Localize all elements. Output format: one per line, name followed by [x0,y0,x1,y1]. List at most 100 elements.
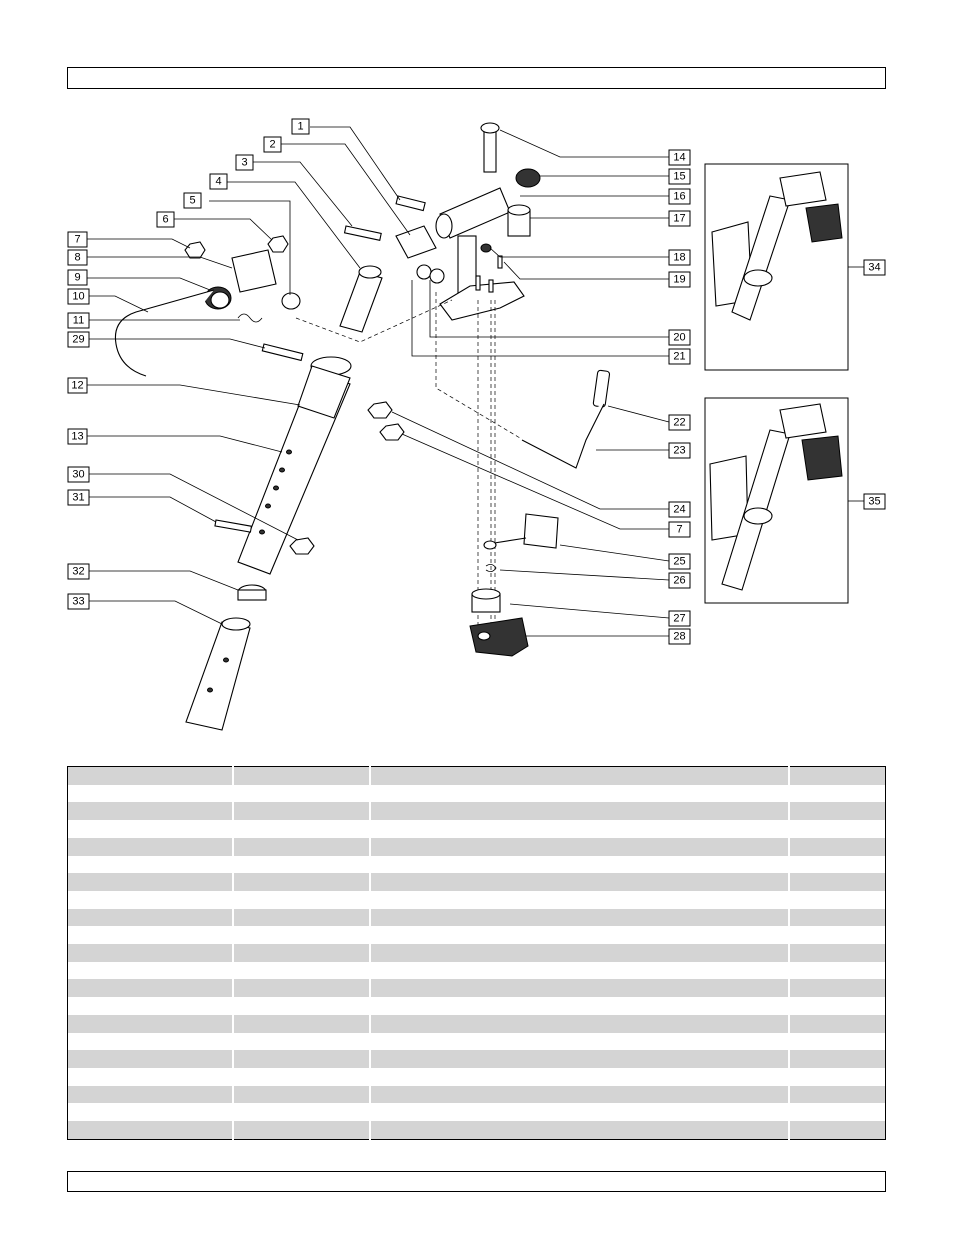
table-cell [787,926,886,945]
table-cell [231,784,370,803]
svg-text:27: 27 [673,613,685,625]
table-row [67,1103,886,1122]
table-cell [368,1103,789,1122]
table-cell [787,1103,886,1122]
svg-text:28: 28 [673,631,685,643]
svg-text:34: 34 [868,262,880,274]
callout-19: 19 [668,271,691,288]
callout-31: 31 [67,489,90,506]
table-row [67,908,886,927]
table-cell [368,890,789,909]
svg-text:13: 13 [71,431,83,443]
svg-text:15: 15 [673,171,685,183]
table-cell [67,979,233,998]
svg-text:17: 17 [673,213,685,225]
svg-text:7: 7 [74,234,80,246]
table-cell [368,1032,789,1051]
table-row [67,1085,886,1104]
callout-9: 9 [67,269,88,286]
table-row [67,802,886,821]
table-cell [368,855,789,874]
svg-text:31: 31 [72,492,84,504]
table-cell [368,961,789,980]
table-cell [67,1067,233,1086]
svg-text:2: 2 [269,139,275,151]
callout-3: 3 [235,154,254,171]
svg-text:1: 1 [297,121,303,133]
table-cell [368,979,789,998]
table-cell [231,890,370,909]
table-row [67,944,886,962]
callout-1: 1 [291,118,310,135]
table-row [67,997,886,1015]
table-cell [67,890,233,909]
svg-text:21: 21 [673,351,685,363]
table-cell [368,820,789,838]
table-cell [67,944,233,962]
table-cell [67,873,233,891]
table-cell [231,873,370,891]
table-cell [368,908,789,927]
callout-32: 32 [67,563,90,580]
parts-list-table [67,766,886,1140]
table-row [67,1014,886,1033]
table-cell [787,855,886,874]
table-cell [368,766,789,785]
table-row [67,784,886,803]
table-cell [231,1103,370,1122]
svg-text:30: 30 [72,469,84,481]
table-cell [67,1032,233,1051]
table-cell [368,997,789,1015]
inset-view-35 [704,397,849,604]
table-cell [368,926,789,945]
callout-6: 6 [156,211,175,228]
table-cell [67,961,233,980]
table-cell [368,1050,789,1068]
callout-13: 13 [67,428,88,445]
table-cell [231,961,370,980]
table-row [67,979,886,998]
table-cell [787,802,886,821]
table-cell [231,997,370,1015]
svg-text:22: 22 [673,417,685,429]
table-cell [787,961,886,980]
table-row [67,890,886,909]
table-cell [368,944,789,962]
callout-23: 23 [668,442,691,459]
svg-text:9: 9 [74,272,80,284]
table-cell [787,784,886,803]
svg-text:3: 3 [241,157,247,169]
table-cell [368,1014,789,1033]
svg-text:4: 4 [215,176,221,188]
table-cell [787,873,886,891]
table-cell [787,1050,886,1068]
callout-27: 27 [668,610,691,627]
svg-text:20: 20 [673,332,685,344]
parts-list-body [67,766,886,1140]
table-cell [67,1121,233,1140]
callout-8: 8 [67,249,88,266]
svg-text:23: 23 [673,445,685,457]
swing-post-assembly [435,122,611,657]
table-cell [231,926,370,945]
svg-text:11: 11 [73,315,84,327]
callout-7-right: 7 [668,521,691,538]
table-cell [67,784,233,803]
callout-10: 10 [67,288,90,305]
table-cell [231,908,370,927]
table-cell [787,979,886,998]
table-row [67,1121,886,1140]
main-tube-assembly [114,195,445,731]
table-cell [368,802,789,821]
header-box [67,67,886,89]
table-cell [231,979,370,998]
table-cell [67,926,233,945]
callout-15: 15 [668,168,691,185]
callout-25: 25 [668,553,691,570]
table-cell [231,1085,370,1104]
callout-33: 33 [67,593,90,610]
table-cell [67,1050,233,1068]
table-cell [67,1103,233,1122]
table-cell [67,802,233,821]
table-cell [787,944,886,962]
